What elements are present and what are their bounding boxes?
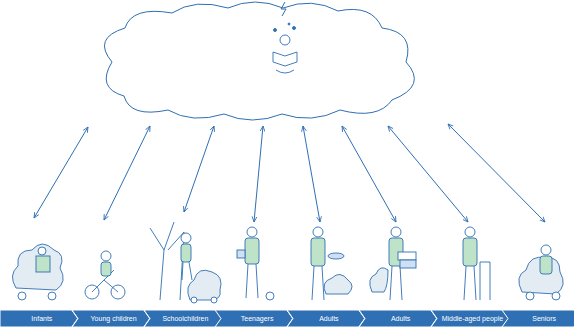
- double-arrow: [448, 124, 545, 222]
- body: [540, 256, 552, 274]
- reader-book: [273, 52, 297, 66]
- child-body: [181, 244, 191, 262]
- head: [541, 245, 551, 255]
- adult-boxes-figure: [370, 227, 416, 300]
- chevron-fill: [359, 310, 437, 327]
- head: [247, 227, 257, 237]
- reader-figure: [273, 23, 297, 73]
- age-chevron: Teenagers: [215, 310, 293, 327]
- double-arrow: [342, 126, 396, 222]
- link-arrows: [34, 124, 545, 222]
- stage-label: Young children: [78, 310, 150, 327]
- box: [400, 260, 416, 268]
- head: [465, 227, 475, 237]
- chevron-fill: [215, 310, 293, 327]
- baby-head: [38, 247, 46, 255]
- stage-label: Seniors: [508, 310, 574, 327]
- wheel: [18, 292, 26, 300]
- chevron-fill: [72, 310, 150, 327]
- bush: [370, 268, 388, 292]
- wheel: [526, 292, 534, 300]
- double-arrow: [104, 126, 150, 220]
- double-arrow: [254, 126, 263, 222]
- age-chevron: Middle-aged people: [431, 310, 509, 327]
- teenager-figure: [237, 227, 274, 300]
- age-chevron: Young children: [72, 310, 150, 327]
- schoolchild-tree-figure: [150, 222, 221, 303]
- thought-dot: [293, 27, 296, 30]
- child-head: [101, 251, 111, 261]
- body: [245, 238, 259, 264]
- wheel: [552, 292, 560, 300]
- age-chevron: Infants: [0, 310, 78, 327]
- legs: [312, 266, 324, 300]
- legs: [390, 266, 402, 300]
- double-arrow: [303, 126, 320, 222]
- chevron-fill: [287, 310, 365, 327]
- age-chevron: Adults: [287, 310, 365, 327]
- double-arrow: [388, 126, 468, 222]
- wheel: [211, 297, 217, 303]
- double-arrow: [184, 126, 214, 212]
- bush: [188, 270, 221, 300]
- body: [463, 238, 477, 266]
- chevron-fill: [0, 310, 78, 327]
- stage-label: Adults: [365, 310, 437, 327]
- reader-head: [280, 35, 290, 45]
- stage-label: Middle-aged people: [437, 310, 509, 327]
- people-figures: [12, 222, 563, 303]
- chevron-fill: [502, 310, 574, 327]
- child-body: [101, 262, 111, 276]
- double-arrow: [34, 127, 88, 218]
- chevron-fill: [431, 310, 509, 327]
- knowledge-cloud: [104, 2, 414, 120]
- head: [391, 227, 401, 237]
- baby-blanket: [36, 256, 50, 272]
- tree: [150, 222, 184, 300]
- stage-label: Infants: [6, 310, 78, 327]
- age-chevron: Seniors: [502, 310, 574, 327]
- child-bike-figure: [85, 251, 125, 299]
- legs: [464, 266, 476, 300]
- middle-aged-figure: [463, 227, 490, 300]
- senior-figure: [519, 245, 563, 300]
- legs: [246, 264, 258, 298]
- thought-dot: [288, 23, 290, 25]
- infant-figure: [12, 244, 63, 300]
- ball: [266, 292, 274, 300]
- child-head: [181, 233, 191, 243]
- box: [398, 252, 416, 260]
- bag: [237, 250, 245, 258]
- chevron-fill: [144, 310, 222, 327]
- bowl: [328, 253, 344, 259]
- age-chevron: Adults: [359, 310, 437, 327]
- wheel: [48, 292, 56, 300]
- sheep: [324, 274, 352, 294]
- stage-label: Schoolchildren: [150, 310, 222, 327]
- adult-dog-figure: [311, 227, 352, 300]
- head: [313, 227, 323, 237]
- wheel: [191, 297, 197, 303]
- body: [311, 238, 325, 266]
- reader-body: [276, 70, 294, 73]
- spark-symbol: [281, 2, 286, 16]
- bush: [12, 244, 63, 290]
- thought-dot: [274, 29, 277, 32]
- age-chevron: Schoolchildren: [144, 310, 222, 327]
- stage-label: Teenagers: [221, 310, 293, 327]
- stage-label: Adults: [293, 310, 365, 327]
- child-legs: [182, 262, 192, 280]
- walker: [480, 262, 490, 300]
